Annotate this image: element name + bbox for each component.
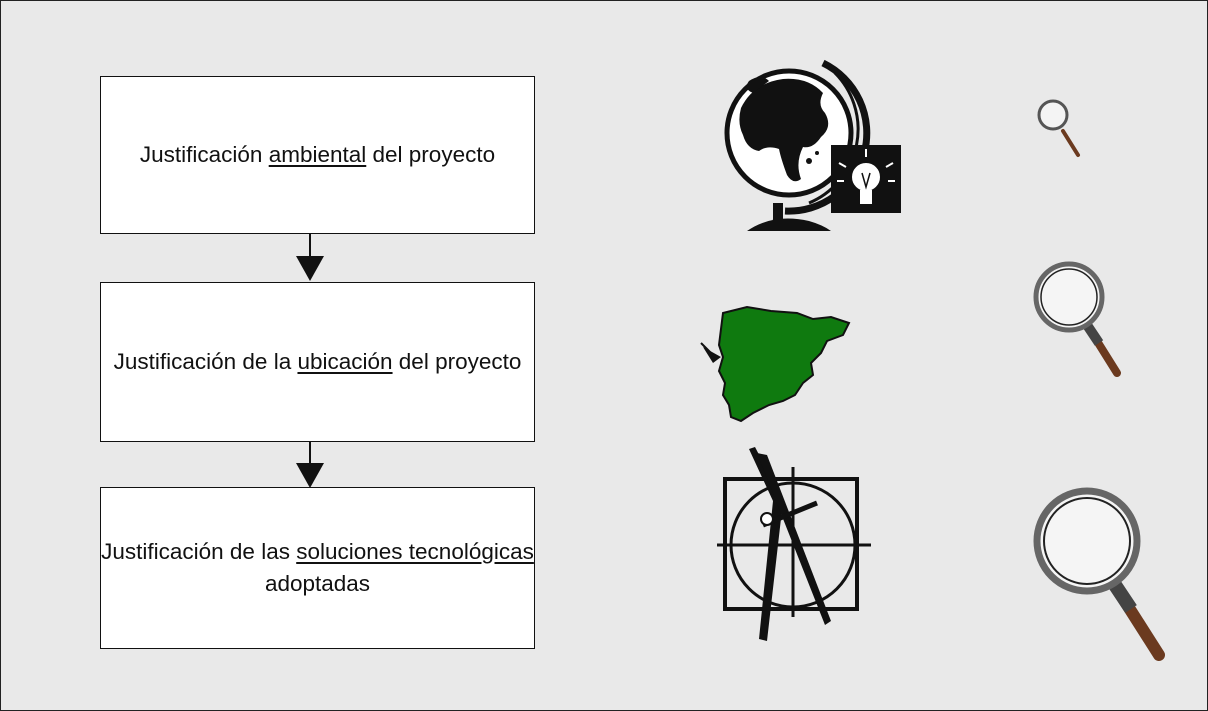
step-text: Justificación ambiental del proyecto bbox=[139, 142, 496, 167]
step-box-soluciones: Justificación de las soluciones tecnológ… bbox=[100, 487, 535, 649]
down-arrow-1 bbox=[296, 234, 324, 281]
down-arrow-2 bbox=[296, 441, 324, 488]
magnifying-glass-icon bbox=[1037, 99, 1080, 157]
globe-with-lightbulb-icon bbox=[724, 59, 901, 231]
magnifying-glass-icon bbox=[1033, 261, 1121, 377]
underlined-keyword: ambiental bbox=[268, 142, 367, 167]
step-box-ambiental: Justificación ambiental del proyecto bbox=[100, 76, 535, 234]
underlined-keyword: ubicación bbox=[297, 349, 393, 374]
compass-drafting-icon bbox=[717, 447, 871, 641]
step-text: Justificación de las soluciones tecnológ… bbox=[101, 539, 534, 596]
step-text: Justificación de la ubicación del proyec… bbox=[113, 349, 522, 374]
magnifying-glass-icon bbox=[1033, 487, 1165, 661]
spain-map-icon bbox=[700, 305, 851, 423]
underlined-keyword: soluciones tecnológicas bbox=[296, 539, 534, 564]
step-box-ubicacion: Justificación de la ubicación del proyec… bbox=[100, 282, 535, 442]
